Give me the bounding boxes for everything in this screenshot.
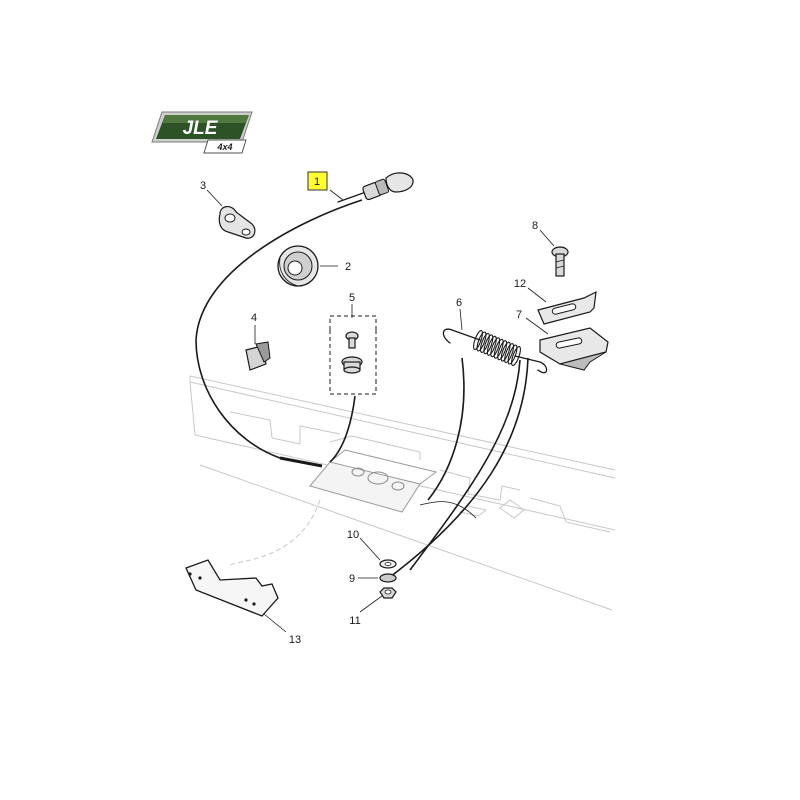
spring-coil bbox=[493, 338, 504, 359]
callout-11[interactable]: 11 bbox=[349, 615, 360, 627]
part-5-fixing-kit bbox=[329, 315, 377, 395]
spring-coil bbox=[473, 329, 483, 351]
callout-labels: 1 2 3 4 5 6 7 8 9 10 11 12 13 bbox=[200, 176, 538, 646]
callout-9[interactable]: 9 bbox=[349, 573, 355, 585]
spring-coil bbox=[476, 331, 487, 352]
callout-1-highlight[interactable] bbox=[307, 171, 328, 191]
part-2-grommet bbox=[277, 245, 319, 287]
callout-7[interactable]: 7 bbox=[516, 309, 522, 321]
callout-5[interactable]: 5 bbox=[349, 292, 355, 304]
spring-coil bbox=[490, 337, 501, 358]
jle-logo: JLE 4x4 bbox=[151, 111, 253, 154]
callout-lead-lines bbox=[206, 189, 555, 633]
callout-10[interactable]: 10 bbox=[347, 529, 359, 541]
callout-4[interactable]: 4 bbox=[251, 312, 257, 324]
part-1-release-cable bbox=[337, 172, 414, 203]
part-6-return-spring bbox=[442, 328, 548, 374]
logo-text: JLE bbox=[183, 118, 219, 139]
assembly-leader-lines bbox=[195, 199, 529, 581]
callout-3[interactable]: 3 bbox=[200, 180, 206, 192]
callout-8[interactable]: 8 bbox=[532, 220, 538, 232]
part-10-washer bbox=[379, 559, 397, 569]
part-11-nut bbox=[379, 587, 397, 599]
part-7-bracket bbox=[539, 327, 609, 371]
spring-coil bbox=[479, 332, 490, 353]
spring-coil bbox=[500, 341, 511, 362]
spring-coil bbox=[507, 344, 518, 365]
spring-coil bbox=[511, 345, 521, 367]
part-13-plate bbox=[185, 559, 279, 617]
spring-coil bbox=[497, 340, 508, 361]
callout-12[interactable]: 12 bbox=[514, 278, 526, 290]
part-3-p-clip bbox=[218, 206, 256, 239]
callout-1[interactable]: 1 bbox=[314, 176, 320, 188]
part-9-spring-washer bbox=[379, 573, 397, 583]
part-4-clip bbox=[245, 341, 271, 371]
part-8-bolt bbox=[551, 246, 569, 277]
logo-subtext: 4x4 bbox=[216, 142, 232, 152]
callout-13[interactable]: 13 bbox=[289, 634, 301, 646]
part-12-bracket bbox=[537, 290, 597, 325]
callout-2[interactable]: 2 bbox=[345, 261, 351, 273]
spring-coil bbox=[486, 335, 497, 356]
handbrake-base-mechanism bbox=[309, 449, 438, 513]
spring-coil bbox=[504, 343, 515, 364]
callout-6[interactable]: 6 bbox=[456, 297, 462, 309]
spring-coil bbox=[483, 334, 494, 355]
